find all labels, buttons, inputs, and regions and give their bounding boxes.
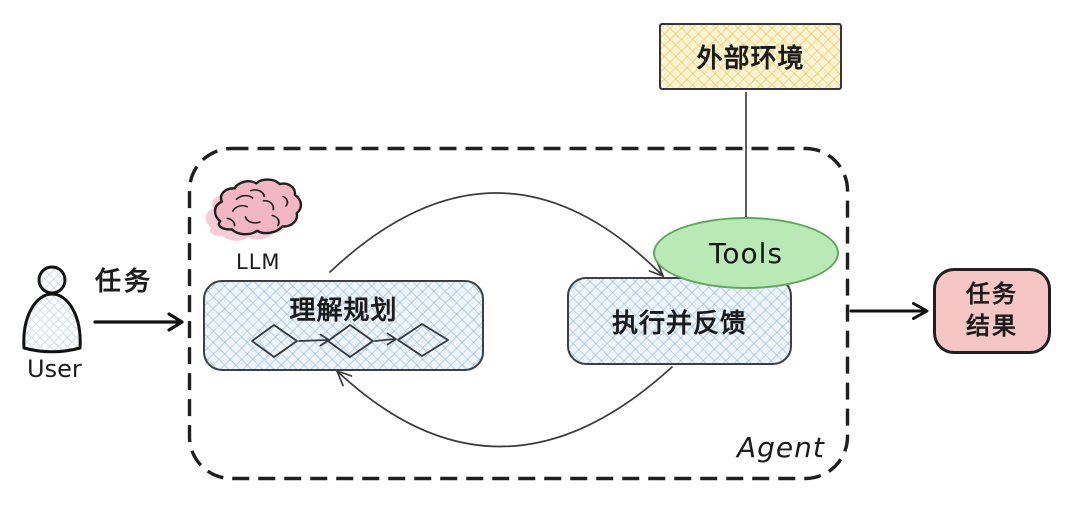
- external-env-label: 外部环境: [696, 44, 805, 74]
- task-edge-label: 任务: [95, 267, 154, 297]
- result-arrow: [849, 302, 929, 320]
- plan-label: 理解规划: [289, 296, 398, 326]
- tools-label: Tools: [709, 236, 783, 270]
- result-label-line1: 任务: [966, 280, 1018, 309]
- result-label-line2: 结果: [966, 312, 1018, 340]
- external-env-box: 外部环境: [659, 23, 842, 90]
- exec-to-plan-arc: [335, 366, 673, 448]
- task-arrow: [93, 312, 184, 332]
- tools-ellipse: Tools: [653, 217, 839, 289]
- plan-to-exec-arc: [329, 192, 665, 278]
- agent-label: Agent: [737, 431, 825, 464]
- exec-box: 执行并反馈: [567, 277, 792, 365]
- brain-icon: [206, 180, 301, 241]
- user-label: User: [27, 355, 82, 383]
- plan-box: 理解规划: [203, 280, 484, 371]
- exec-label: 执行并反馈: [611, 308, 747, 339]
- llm-label: LLM: [236, 250, 281, 274]
- person-icon: [22, 265, 82, 354]
- result-box: 任务 结果: [933, 268, 1051, 354]
